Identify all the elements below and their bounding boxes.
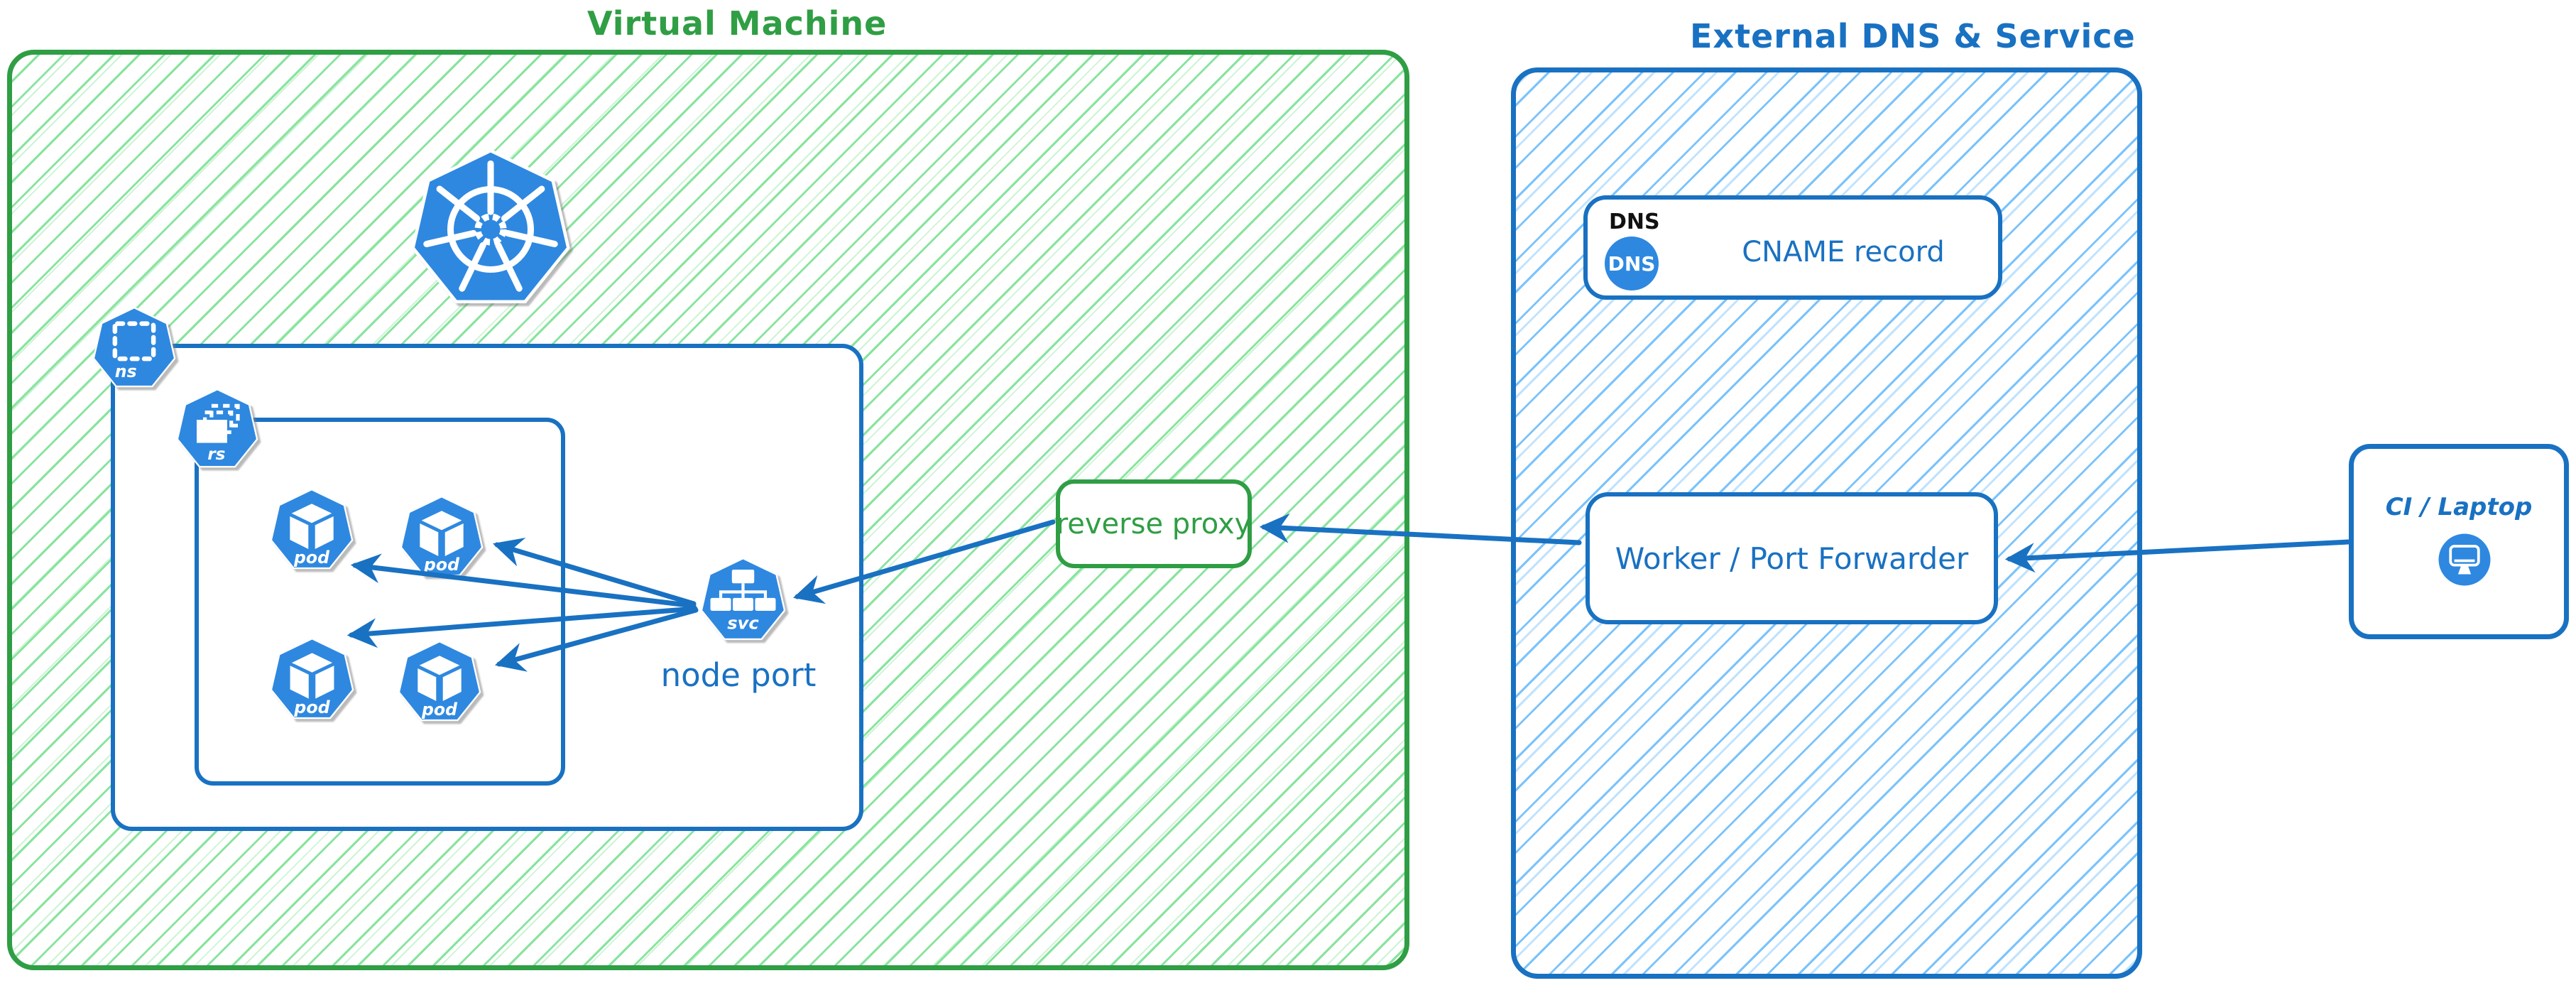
dns-header-label: DNS	[1609, 210, 1660, 234]
service-tree-icon: svc	[700, 558, 786, 641]
cname-record-label: CNAME record	[1742, 235, 1945, 268]
worker-port-forwarder-card: Worker / Port Forwarder	[1586, 492, 1998, 624]
external-dns-service-title: External DNS & Service	[1690, 17, 2136, 55]
reverse-proxy-label: reverse proxy	[1056, 507, 1252, 541]
kubernetes-wheel-icon	[411, 149, 570, 303]
reverse-proxy-card: reverse proxy	[1056, 479, 1252, 568]
pod-label: pod	[423, 555, 460, 575]
pod-label: pod	[421, 700, 458, 719]
dns-circle-icon: DNS	[1605, 237, 1659, 290]
pod-label: pod	[293, 548, 330, 567]
service-label: svc	[727, 613, 759, 633]
pod-label: pod	[293, 697, 330, 717]
namespace-label: ns	[115, 362, 137, 381]
node-port-caption: node port	[660, 656, 817, 694]
pod-1-icon: pod	[270, 489, 354, 570]
replicaset-icon: rs	[176, 389, 258, 468]
pod-4-icon: pod	[398, 641, 481, 722]
replicaset-label: rs	[207, 445, 225, 464]
dns-record-card: DNS DNS CNAME record	[1583, 195, 2002, 300]
monitor-icon	[2438, 533, 2491, 586]
worker-label: Worker / Port Forwarder	[1615, 541, 1969, 576]
pod-3-icon: pod	[270, 638, 354, 719]
pod-2-icon: pod	[400, 496, 484, 577]
namespace-icon: ns	[92, 307, 176, 388]
ci-laptop-card: CI / Laptop	[2349, 444, 2569, 639]
ci-laptop-label: CI / Laptop	[2385, 493, 2533, 521]
virtual-machine-title: Virtual Machine	[587, 4, 888, 43]
replicaset-box	[195, 418, 565, 786]
